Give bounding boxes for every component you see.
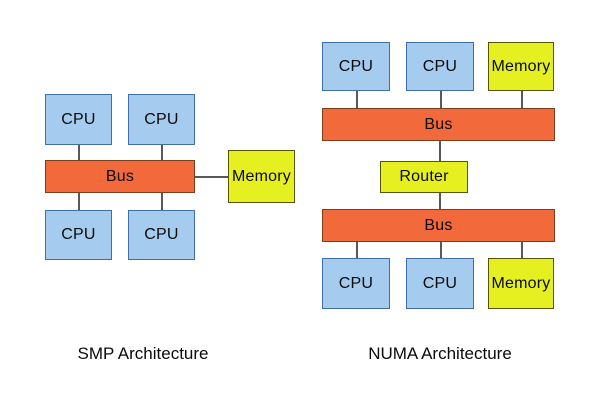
numa-cpu-top-1-node: CPU [322, 42, 390, 91]
smp-bus-node: Bus [45, 160, 195, 193]
numa-connector-bus-top-to-router [439, 141, 441, 161]
smp-connector-bus-to-memory [195, 176, 228, 178]
smp-cpu-top-right-node: CPU [128, 94, 195, 145]
smp-connector-cpu-top-left-to-bus [78, 145, 80, 160]
numa-router-node: Router [380, 161, 468, 193]
numa-bus-bottom-node: Bus [322, 209, 555, 242]
numa-connector-router-to-bus-bottom [439, 193, 441, 209]
numa-cpu-bottom-1-node: CPU [322, 258, 390, 309]
smp-connector-cpu-top-right-to-bus [161, 145, 163, 160]
smp-cpu-bottom-left-node: CPU [45, 210, 112, 260]
smp-diagram-title: SMP Architecture [77, 344, 209, 363]
numa-connector-bus-bottom-to-cpu-1 [356, 242, 358, 258]
numa-connector-bus-bottom-to-cpu-2 [440, 242, 442, 258]
smp-cpu-top-left-node: CPU [45, 94, 112, 145]
numa-connector-cpu-top-2-to-bus [440, 91, 442, 108]
numa-connector-bus-bottom-to-memory [521, 242, 523, 258]
numa-diagram-title: NUMA Architecture [368, 344, 512, 363]
smp-connector-bus-to-cpu-bottom-right [161, 193, 163, 210]
smp-cpu-bottom-right-node: CPU [128, 210, 195, 260]
numa-cpu-bottom-2-node: CPU [406, 258, 474, 309]
numa-connector-memory-top-to-bus [521, 91, 523, 108]
numa-memory-top-node: Memory [488, 42, 554, 91]
numa-cpu-top-2-node: CPU [406, 42, 474, 91]
numa-connector-cpu-top-1-to-bus [356, 91, 358, 108]
numa-bus-top-node: Bus [322, 108, 555, 141]
smp-connector-bus-to-cpu-bottom-left [78, 193, 80, 210]
smp-memory-node: Memory [228, 150, 295, 203]
numa-memory-bottom-node: Memory [488, 258, 554, 309]
